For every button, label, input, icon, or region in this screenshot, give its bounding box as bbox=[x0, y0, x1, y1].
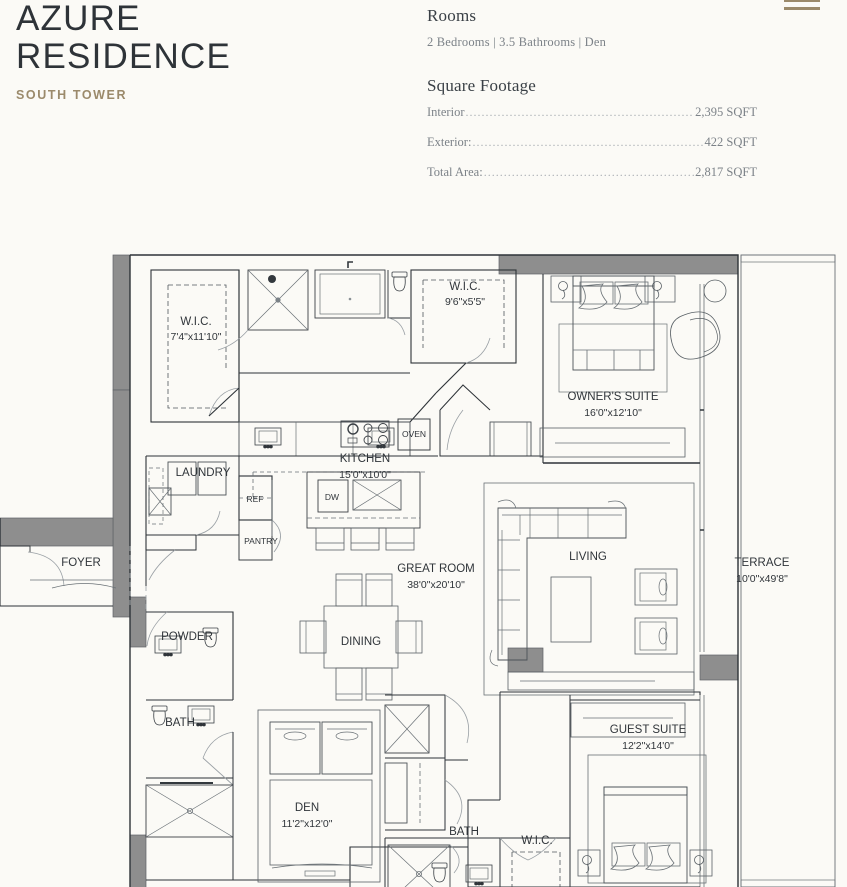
appliance-label-ref: REF bbox=[247, 494, 264, 504]
room-label-wic-second: W.I.C. bbox=[449, 281, 480, 293]
floor-plan: W.I.C. 7'4"x11'10" W.I.C. 9'6"x5'5" OWNE… bbox=[0, 240, 847, 887]
rooms-summary: 2 Bedrooms | 3.5 Bathrooms | Den bbox=[427, 35, 607, 49]
appliance-label-pantry: PANTRY bbox=[244, 536, 278, 546]
spec-dots-total-area: ........................................… bbox=[483, 165, 694, 179]
room-label-guest-suite: GUEST SUITE bbox=[610, 724, 687, 736]
room-label-living: LIVING bbox=[569, 551, 607, 563]
powder-bath bbox=[145, 611, 234, 881]
page-title-line-1: AZURE bbox=[16, 0, 141, 38]
spec-dots-exterior: ........................................… bbox=[472, 135, 704, 149]
floor-plan-drawing: W.I.C. 7'4"x11'10" W.I.C. 9'6"x5'5" OWNE… bbox=[0, 254, 836, 887]
room-labels: W.I.C. 7'4"x11'10" W.I.C. 9'6"x5'5" OWNE… bbox=[61, 281, 790, 847]
spec-label-exterior: Exterior: bbox=[427, 135, 472, 149]
foyer-area bbox=[0, 545, 147, 612]
appliance-label-dw: DW bbox=[325, 492, 339, 502]
hamburger-bar-bottom bbox=[784, 7, 820, 10]
room-label-dining: DINING bbox=[341, 636, 381, 648]
room-dim-terrace: 10'0"x49'8" bbox=[736, 573, 788, 585]
room-label-bath-guest: BATH bbox=[449, 826, 479, 838]
appliance-labels: OVEN REF PANTRY DW bbox=[244, 429, 426, 546]
room-label-terrace: TERRACE bbox=[735, 557, 790, 569]
spec-row-total-area: Total Area: ............................… bbox=[427, 165, 757, 180]
square-footage-heading: Square Footage bbox=[427, 76, 537, 95]
page-header: AZURE RESIDENCE SOUTH TOWER Rooms 2 Bedr… bbox=[0, 0, 847, 240]
spec-row-exterior: Exterior: ..............................… bbox=[427, 135, 757, 150]
page-title-line-2: RESIDENCE bbox=[16, 37, 232, 76]
page-subtitle: SOUTH TOWER bbox=[16, 88, 128, 102]
specs-panel: Rooms 2 Bedrooms | 3.5 Bathrooms | Den S… bbox=[427, 6, 757, 195]
spec-label-interior: Interior bbox=[427, 105, 465, 119]
spec-value-total-area: 2,817 SQFT bbox=[695, 165, 757, 179]
lower-wing bbox=[233, 671, 713, 887]
kitchen-laundry bbox=[145, 418, 438, 586]
spec-value-exterior: 422 SQFT bbox=[704, 135, 757, 149]
owners-wing-walls bbox=[150, 261, 727, 464]
room-label-den: DEN bbox=[295, 802, 319, 814]
room-label-kitchen: KITCHEN bbox=[340, 453, 390, 465]
room-dim-kitchen: 15'0"x10'0" bbox=[339, 469, 391, 481]
room-dim-den: 11'2"x12'0" bbox=[282, 818, 333, 830]
room-label-owners-suite: OWNER'S SUITE bbox=[567, 391, 658, 403]
terrace-outline bbox=[699, 254, 836, 887]
hamburger-menu-icon[interactable] bbox=[784, 0, 820, 20]
room-dim-owners-suite: 16'0"x12'10" bbox=[584, 407, 642, 419]
room-label-foyer: FOYER bbox=[61, 557, 101, 569]
room-dim-guest-suite: 12'2"x14'0" bbox=[622, 740, 674, 752]
envelope-outline bbox=[0, 254, 739, 887]
title-block: AZURE RESIDENCE SOUTH TOWER bbox=[16, 0, 231, 102]
room-label-wic-owner: W.I.C. bbox=[180, 316, 211, 328]
spec-dots-interior: ........................................… bbox=[465, 105, 695, 119]
room-dim-great-room: 38'0"x20'10" bbox=[407, 579, 465, 591]
great-room-area bbox=[299, 482, 695, 701]
room-label-bath-hall: BATH bbox=[165, 717, 195, 729]
room-label-laundry: LAUNDRY bbox=[176, 467, 231, 479]
rooms-heading: Rooms bbox=[427, 6, 477, 25]
room-dim-wic-second: 9'6"x5'5" bbox=[445, 296, 485, 308]
room-label-powder: POWDER bbox=[161, 631, 213, 643]
room-dim-wic-owner: 7'4"x11'10" bbox=[171, 331, 222, 343]
room-label-wic-guest: W.I.C. bbox=[521, 835, 552, 847]
hamburger-bar-top bbox=[784, 0, 820, 2]
spec-value-interior: 2,395 SQFT bbox=[695, 105, 757, 119]
spec-label-total-area: Total Area: bbox=[427, 165, 483, 179]
spec-row-interior: Interior ...............................… bbox=[427, 105, 757, 120]
appliance-label-oven: OVEN bbox=[402, 429, 426, 439]
room-label-great-room: GREAT ROOM bbox=[397, 563, 475, 575]
